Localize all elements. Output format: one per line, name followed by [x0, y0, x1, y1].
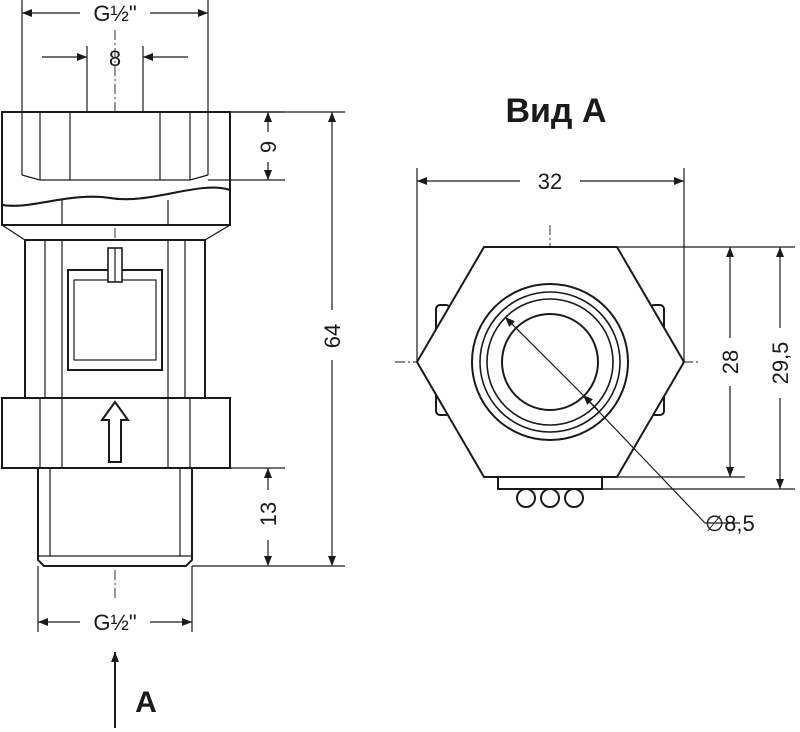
ball-2	[540, 488, 560, 508]
flow-direction-icon	[100, 400, 130, 463]
dim-overall-height: 29,5	[602, 246, 795, 490]
view-a: Вид А 32 2	[395, 92, 795, 536]
dim-bore: ∅8,5	[504, 316, 755, 536]
sight-body	[24, 239, 206, 399]
bottom-nut	[1, 397, 231, 469]
bottom-thread-length-label: 13	[256, 502, 281, 526]
dim-top-thread: G½"	[21, 0, 209, 112]
dim-across-flats: 28	[617, 246, 745, 478]
bore-ring-2	[479, 291, 621, 433]
top-thread-label: G½"	[93, 1, 136, 26]
across-flats-label: 28	[718, 350, 743, 374]
overall-height-label: 29,5	[768, 342, 793, 385]
view-a-marker: A	[111, 652, 157, 728]
dim-bottom-thread-length: 13	[192, 467, 285, 566]
inner-width-label: 8	[109, 46, 121, 71]
bore-ring-3	[486, 298, 614, 426]
dim-bottom-thread: G½"	[37, 566, 193, 635]
bottom-thread	[37, 467, 193, 567]
dim-inner-width: 8	[42, 46, 188, 112]
view-marker-label: A	[135, 686, 157, 719]
across-corners-label: 32	[538, 169, 562, 194]
bottom-thread-label: G½"	[93, 610, 136, 635]
dim-across-corners: 32	[416, 168, 685, 362]
top-depth-label: 9	[256, 141, 281, 153]
bottom-fitting	[497, 476, 603, 490]
ball-3	[564, 488, 584, 508]
bore-label: ∅8,5	[705, 511, 755, 536]
view-a-title: Вид А	[505, 92, 606, 130]
total-length-label: 64	[320, 324, 345, 348]
ball-1	[516, 488, 536, 508]
side-view: G½" 8 9 64	[0, 0, 345, 728]
